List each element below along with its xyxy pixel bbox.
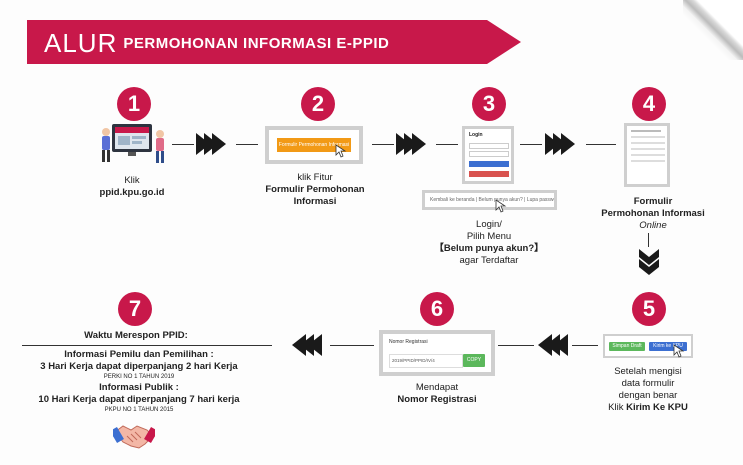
public-info-text: 10 Hari Kerja dapat diperpanjang 7 hari … (38, 394, 240, 405)
title-banner (27, 20, 487, 64)
save-draft-button[interactable]: Simpan Draft (609, 342, 645, 351)
arrow-left-icon (538, 334, 568, 356)
step-2-line1: klik Fitur (297, 172, 333, 183)
step-7-number: 7 (118, 292, 152, 326)
people-computer-illustration (102, 124, 164, 163)
step-3-line3: 【Belum punya akun?】 (434, 243, 544, 254)
arrow-right-icon (396, 133, 426, 155)
step-5-label: Setelah mengisi data formulir dengan ben… (578, 366, 718, 414)
register-button[interactable] (469, 171, 509, 177)
step-4-form-screenshot (624, 123, 670, 187)
connector (436, 144, 458, 145)
step-7-details: Informasi Pemilu dan Pemilihan : 3 Hari … (14, 349, 264, 415)
arrow-left-icon (292, 334, 322, 356)
title-bold: PERMOHONAN INFORMASI E-PPID (123, 35, 390, 52)
step-2-line2: Formulir Permohonan (265, 184, 365, 195)
login-links-bar[interactable]: Kembali ke beranda | Belum punya akun? |… (422, 190, 557, 210)
step-2-line3: Informasi (293, 196, 337, 207)
login-button[interactable] (469, 161, 509, 167)
page-title: ALUR PERMOHONAN INFORMASI E-PPID (44, 28, 389, 59)
step-1-label: Klik ppid.kpu.go.id (62, 175, 202, 199)
step-3-line4: agar Terdaftar (459, 255, 519, 266)
title-light: ALUR (44, 28, 118, 58)
step-2-number: 2 (301, 87, 335, 121)
step-3-line2: Pilih Menu (466, 231, 512, 242)
connector (572, 345, 598, 346)
registration-title: Nomor Registrasi (389, 339, 428, 345)
arrow-right-icon (196, 133, 226, 155)
title-banner-arrow (487, 20, 521, 64)
cursor-icon (335, 144, 347, 158)
connector (372, 144, 394, 145)
cursor-icon (673, 344, 685, 358)
connector (520, 144, 542, 145)
step-2-screenshot: Formulir Permohonan Informasi (265, 126, 363, 164)
step-3-number: 3 (472, 87, 506, 121)
step-6-line1: Mendapat (415, 382, 459, 393)
step-6-number: 6 (420, 292, 454, 326)
step-1-line2[interactable]: ppid.kpu.go.id (99, 187, 165, 198)
username-field[interactable] (469, 143, 509, 149)
step-4-number: 4 (632, 87, 666, 121)
step-6-label: Mendapat Nomor Registrasi (372, 382, 502, 406)
response-time-heading: Waktu Merespon PPID: (84, 330, 188, 341)
step-3-line1: Login/ (476, 219, 502, 230)
election-info-title: Informasi Pemilu dan Pemilihan : (64, 349, 214, 360)
copy-button[interactable]: COPY (463, 354, 485, 367)
arrow-down-icon (639, 249, 659, 275)
step-3-label: Login/ Pilih Menu 【Belum punya akun?】 ag… (414, 219, 564, 267)
election-info-text: 3 Hari Kerja dapat diperpanjang 2 hari K… (40, 361, 238, 372)
cursor-icon (495, 199, 507, 213)
login-title: Login (469, 132, 483, 138)
connector (236, 144, 258, 145)
step-5-number: 5 (632, 292, 666, 326)
step-3-login-screenshot: Login (462, 126, 514, 184)
public-info-ref: PKPU NO 1 TAHUN 2015 (104, 407, 174, 413)
connector (498, 345, 534, 346)
form-request-button[interactable]: Formulir Permohonan Informasi (277, 138, 351, 152)
step-1-line1: Klik (124, 175, 140, 186)
connector (586, 144, 616, 145)
divider (22, 345, 272, 346)
election-info-ref: PERKI NO 1 TAHUN 2019 (103, 374, 175, 380)
handshake-icon (113, 425, 155, 449)
step-6-registration-screenshot: Nomor Registrasi 2019/PPID/PPID/IV/4 COP… (379, 330, 495, 376)
step-1-number: 1 (117, 87, 151, 121)
step-5-line1: Setelah mengisi (614, 366, 682, 377)
step-4-label: Formulir Permohonan Informasi Online (588, 196, 718, 232)
step-4-line2: Permohonan Informasi (601, 208, 705, 219)
step-2-label: klik Fitur Formulir Permohonan Informasi (235, 172, 395, 208)
public-info-title: Informasi Publik : (99, 382, 179, 393)
page-curl (683, 0, 743, 60)
step-5-buttons-screenshot: Simpan Draft Kirim ke KPU (603, 334, 693, 358)
step-6-line2: Nomor Registrasi (397, 394, 477, 405)
step-4-line3: Online (639, 220, 667, 231)
connector (172, 144, 194, 145)
registration-number: 2019/PPID/PPID/IV/4 (389, 354, 463, 368)
send-to-kpu-button[interactable]: Kirim ke KPU (649, 342, 687, 351)
password-field[interactable] (469, 151, 509, 157)
step-4-line1: Formulir (633, 196, 673, 207)
step-5-line2: data formulir (621, 378, 675, 389)
connector (330, 345, 374, 346)
step-5-line4: Klik Kirim Ke KPU (608, 402, 688, 413)
connector (648, 233, 649, 247)
step-5-line3: dengan benar (618, 390, 678, 401)
arrow-right-icon (545, 133, 575, 155)
